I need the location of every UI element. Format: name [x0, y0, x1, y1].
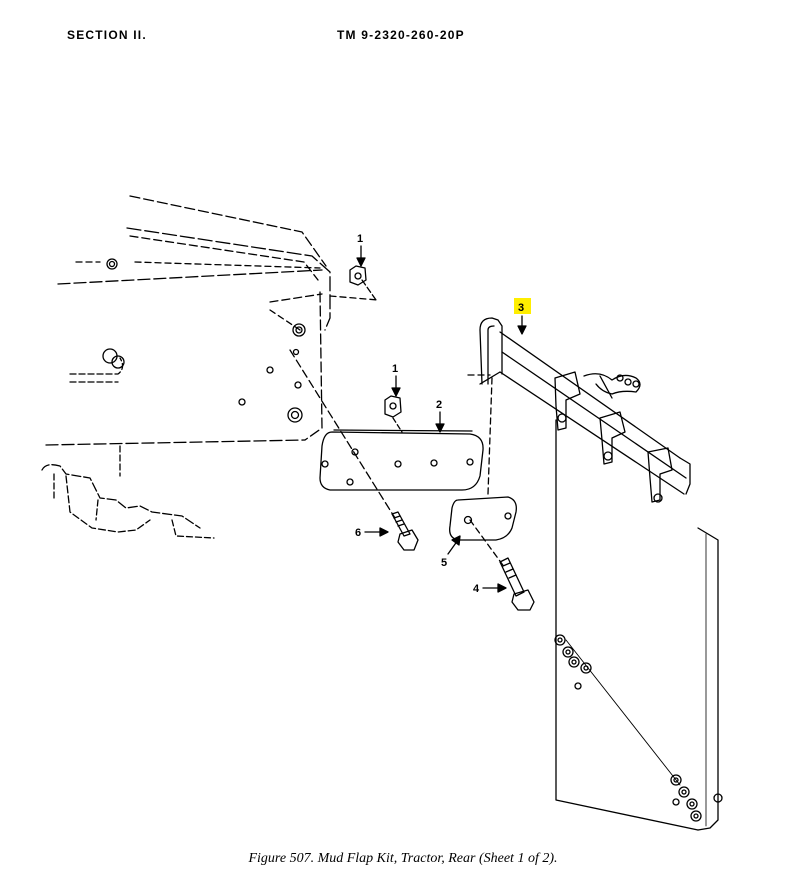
backing-plate — [319, 429, 484, 491]
callout-4: 4 — [473, 583, 507, 595]
vehicle-frame — [41, 195, 331, 539]
callout-label: 4 — [473, 583, 480, 595]
callout-1-upper: 1 — [356, 233, 366, 267]
mud-flap — [554, 419, 723, 831]
callout-label: 5 — [441, 557, 447, 569]
callout-label: 6 — [355, 527, 361, 539]
bolt-6 — [289, 349, 419, 551]
section-label: SECTION II. — [67, 28, 147, 42]
tm-number: TM 9-2320-260-20P — [337, 28, 465, 42]
callout-label: 1 — [392, 363, 398, 375]
figure-caption: Figure 507. Mud Flap Kit, Tractor, Rear … — [248, 851, 558, 866]
callout-2: 2 — [435, 399, 445, 433]
bolt-4 — [469, 519, 535, 611]
nut-lower — [384, 395, 403, 433]
callout-3: 3 — [514, 298, 531, 335]
callout-5: 5 — [441, 535, 461, 569]
callout-label: 2 — [436, 399, 442, 411]
spacer-block — [449, 496, 517, 541]
mud-flap-bracket — [479, 317, 691, 503]
callout-label: 3 — [518, 302, 524, 314]
callout-6: 6 — [355, 527, 389, 539]
callout-highlight — [514, 298, 531, 314]
nut-upper — [349, 265, 377, 301]
callout-1-lower: 1 — [391, 363, 401, 397]
callout-label: 1 — [357, 233, 363, 245]
